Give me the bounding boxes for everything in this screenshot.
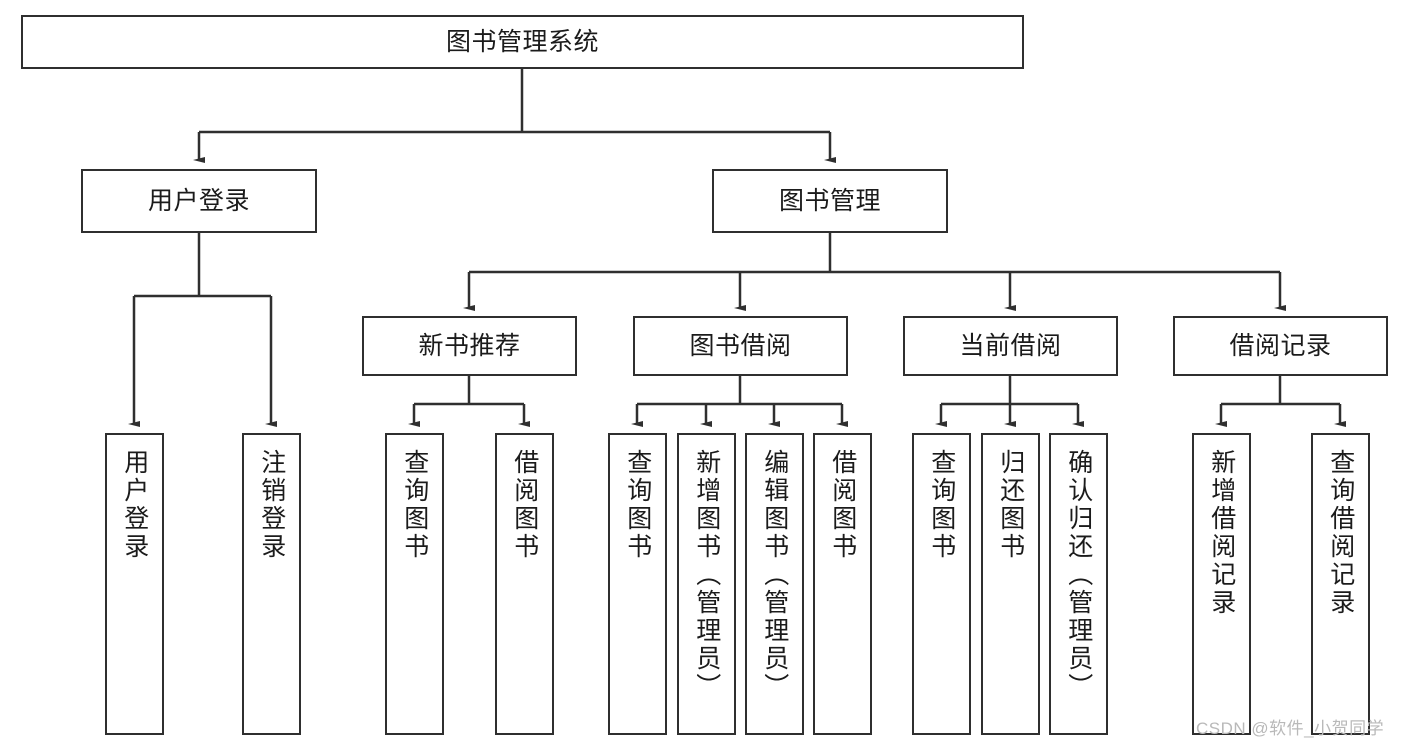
leaf-borrow-book[interactable]: 借阅图书 xyxy=(813,433,872,735)
node-label: 查询借阅记录 xyxy=(1326,449,1355,617)
leaf-return-book[interactable]: 归还图书 xyxy=(981,433,1040,735)
leaf-confirm-return-admin[interactable]: 确认归还（管理员） xyxy=(1049,433,1108,735)
watermark: CSDN @软件_小贺同学 xyxy=(1196,719,1385,738)
node-label: 借阅图书 xyxy=(828,449,857,561)
leaf-query-book-recommend[interactable]: 查询图书 xyxy=(385,433,444,735)
node-label: 借阅记录 xyxy=(1229,331,1332,360)
node-label: 注销登录 xyxy=(257,449,286,561)
leaf-query-borrow-record[interactable]: 查询借阅记录 xyxy=(1311,433,1370,735)
node-label: 归还图书 xyxy=(996,449,1025,561)
node-label: 用户登录 xyxy=(147,186,250,215)
node-label: 查询图书 xyxy=(400,449,429,561)
node-new-book-recommend[interactable]: 新书推荐 xyxy=(362,316,577,376)
node-label: 查询图书 xyxy=(623,449,652,561)
node-label: 新书推荐 xyxy=(418,331,521,360)
node-current-borrow[interactable]: 当前借阅 xyxy=(903,316,1118,376)
node-label: 图书管理系统 xyxy=(445,27,599,56)
node-label: 图书借阅 xyxy=(689,331,792,360)
node-label: 确认归还（管理员） xyxy=(1064,449,1093,701)
leaf-add-book-admin[interactable]: 新增图书（管理员） xyxy=(677,433,736,735)
node-label: 新增借阅记录 xyxy=(1207,449,1236,617)
leaf-user-login[interactable]: 用户登录 xyxy=(105,433,164,735)
leaf-query-book-borrow[interactable]: 查询图书 xyxy=(608,433,667,735)
leaf-logout[interactable]: 注销登录 xyxy=(242,433,301,735)
leaf-add-borrow-record[interactable]: 新增借阅记录 xyxy=(1192,433,1251,735)
node-label: 当前借阅 xyxy=(959,331,1062,360)
leaf-query-book-current[interactable]: 查询图书 xyxy=(912,433,971,735)
node-root-system[interactable]: 图书管理系统 xyxy=(21,15,1024,69)
node-label: 用户登录 xyxy=(120,449,149,561)
node-label: 借阅图书 xyxy=(510,449,539,561)
node-label: 新增图书（管理员） xyxy=(692,449,721,701)
leaf-borrow-book-recommend[interactable]: 借阅图书 xyxy=(495,433,554,735)
node-borrow-record[interactable]: 借阅记录 xyxy=(1173,316,1388,376)
node-label: 查询图书 xyxy=(927,449,956,561)
node-book-management[interactable]: 图书管理 xyxy=(712,169,948,233)
node-label: 图书管理 xyxy=(778,186,881,215)
node-user-login[interactable]: 用户登录 xyxy=(81,169,317,233)
leaf-edit-book-admin[interactable]: 编辑图书（管理员） xyxy=(745,433,804,735)
node-book-borrow[interactable]: 图书借阅 xyxy=(633,316,848,376)
node-label: 编辑图书（管理员） xyxy=(760,449,789,701)
